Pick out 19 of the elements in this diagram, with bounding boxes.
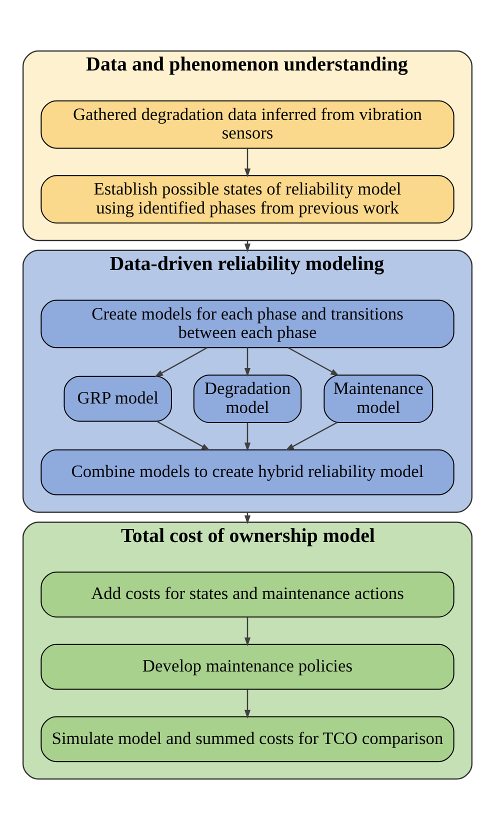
node-box: Establish possible states of reliability model using identified phases from previous work bbox=[40, 175, 454, 224]
arrow bbox=[244, 617, 251, 646]
node-box: Combine models to create hybrid reliability model bbox=[40, 449, 454, 496]
arrow bbox=[244, 422, 251, 452]
arrow bbox=[285, 422, 338, 451]
arrow bbox=[156, 420, 210, 451]
arrow bbox=[244, 148, 251, 178]
node-box: Simulate model and summed costs for TCO comparison bbox=[40, 716, 454, 762]
node-box: Create models for each phase and transitions between each phase bbox=[40, 300, 454, 348]
arrow bbox=[244, 689, 251, 719]
node-box: Develop maintenance policies bbox=[40, 644, 454, 690]
arrow bbox=[154, 347, 208, 378]
node-box: Degradation model bbox=[193, 374, 302, 423]
node-box: Gathered degradation data inferred from vibration sensors bbox=[40, 100, 454, 149]
arrow bbox=[288, 347, 340, 376]
node-box: Maintenance model bbox=[324, 374, 434, 423]
node-box: GRP model bbox=[64, 376, 172, 422]
node-box: Add costs for states and maintenance actions bbox=[40, 572, 454, 618]
arrow bbox=[244, 348, 251, 377]
